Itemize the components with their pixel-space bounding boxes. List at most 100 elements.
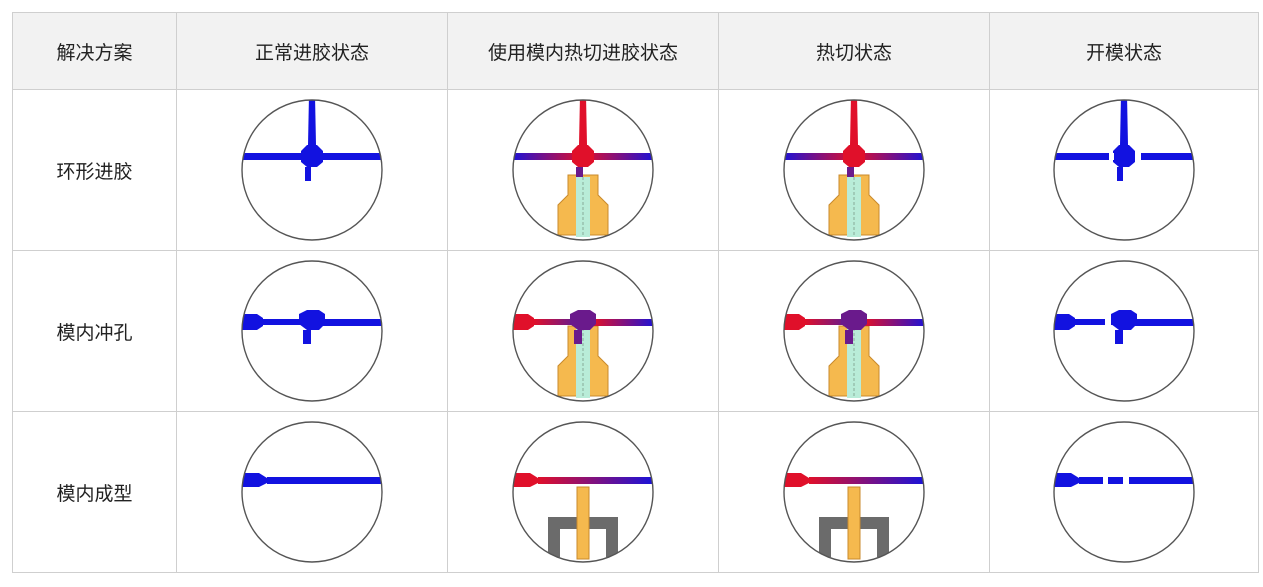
runner-bulb-left [1054, 473, 1079, 487]
ring-hub [572, 145, 594, 167]
diagram-content [513, 473, 653, 560]
runner-right [865, 319, 924, 326]
punch-tail [1115, 330, 1123, 344]
detail-circle [783, 260, 925, 402]
runner-bulb-left [1054, 314, 1075, 330]
mold-diagram [1053, 260, 1195, 402]
diagram-content [242, 473, 382, 487]
diagram-content [1054, 100, 1194, 181]
punch-tail [574, 330, 582, 344]
runner-right [323, 319, 382, 326]
diagram-content [784, 310, 924, 398]
cell-punch-normal [176, 250, 448, 412]
detail-circle [1053, 99, 1195, 241]
runner-bulb-left [784, 473, 809, 487]
header-hotcut: 热切状态 [718, 12, 990, 90]
gate-tail [1117, 167, 1123, 181]
mold-diagram [1053, 99, 1195, 241]
runner-main [1079, 477, 1194, 484]
sprue-vertical [308, 100, 316, 145]
diagram-content [242, 100, 382, 181]
row-ring-gate: 环形进胶 [12, 89, 1259, 251]
runner-main [267, 477, 382, 484]
detail-circle [1053, 421, 1195, 563]
solution-table: 解决方案 正常进胶状态 使用模内热切进胶状态 热切状态 开模状态 环形进胶 模内… [12, 12, 1259, 573]
runner-bulb-left [784, 314, 805, 330]
row-in-mold-forming: 模内成型 [12, 411, 1259, 573]
ring-hub [301, 145, 323, 167]
punch-tail [303, 330, 311, 344]
detail-circle [783, 421, 925, 563]
mold-diagram [783, 99, 925, 241]
open-gap-right [1123, 476, 1129, 485]
detail-circle [1053, 260, 1195, 402]
mold-diagram [512, 99, 654, 241]
forming-pin [847, 486, 861, 560]
sprue-vertical [579, 100, 587, 145]
punch-tail [845, 330, 853, 344]
cell-ring-hotcut-fill [447, 89, 719, 251]
mold-diagram [241, 99, 383, 241]
detail-circle [783, 99, 925, 241]
runner-bulb-left [513, 314, 534, 330]
runner-bulb-left [242, 314, 263, 330]
row-in-mold-punch: 模内冲孔 [12, 250, 1259, 412]
cell-ring-hotcut [718, 89, 990, 251]
runner-main [809, 477, 924, 484]
gate-tail [847, 167, 854, 177]
mold-diagram [512, 421, 654, 563]
ring-hub [843, 145, 865, 167]
punch-hub [1111, 310, 1137, 330]
holder-bracket [548, 517, 618, 557]
runner-left [805, 319, 845, 325]
cell-punch-hotcut-fill [447, 250, 719, 412]
diagram-content [1054, 310, 1194, 344]
detail-circle [512, 99, 654, 241]
sprue-vertical [1120, 100, 1128, 145]
runner-bulb-left [513, 473, 538, 487]
cell-ring-normal [176, 89, 448, 251]
diagram-content [513, 100, 653, 237]
detail-circle [241, 99, 383, 241]
cell-ring-open [989, 89, 1259, 251]
row-label-in-mold-punch: 模内冲孔 [12, 250, 177, 412]
runner-right [594, 319, 653, 326]
ring-hub [1113, 145, 1135, 167]
punch-hub [299, 310, 325, 330]
diagram-content [784, 100, 924, 237]
mold-diagram [241, 421, 383, 563]
open-gap-left [1105, 318, 1111, 327]
runner-left [263, 319, 303, 325]
mold-diagram [1053, 421, 1195, 563]
header-normal-fill: 正常进胶状态 [176, 12, 448, 90]
cell-punch-open [989, 250, 1259, 412]
gate-tail [305, 167, 311, 181]
detail-circle [241, 260, 383, 402]
mold-diagram [241, 260, 383, 402]
open-gap-right [1135, 153, 1141, 160]
runner-bulb-left [242, 473, 267, 487]
open-gap-left [1103, 476, 1108, 485]
row-label-ring-gate: 环形进胶 [12, 89, 177, 251]
diagram-content [242, 310, 382, 344]
gate-tail [576, 167, 583, 177]
row-label-in-mold-forming: 模内成型 [12, 411, 177, 573]
diagram-content [784, 473, 924, 560]
diagram-content [1054, 473, 1194, 487]
header-hotcut-fill: 使用模内热切进胶状态 [447, 12, 719, 90]
cell-form-open [989, 411, 1259, 573]
punch-hub [570, 310, 596, 330]
header-solution: 解决方案 [12, 12, 177, 90]
cell-form-hotcut [718, 411, 990, 573]
forming-pin [576, 486, 590, 560]
detail-circle [512, 260, 654, 402]
runner-left [534, 319, 574, 325]
open-gap-left [1109, 153, 1114, 160]
punch-hub [841, 310, 867, 330]
holder-bracket [819, 517, 889, 557]
diagram-content [513, 310, 653, 398]
cell-form-hotcut-fill [447, 411, 719, 573]
detail-circle [512, 421, 654, 563]
sprue-vertical [850, 100, 858, 145]
header-row: 解决方案 正常进胶状态 使用模内热切进胶状态 热切状态 开模状态 [12, 12, 1259, 90]
